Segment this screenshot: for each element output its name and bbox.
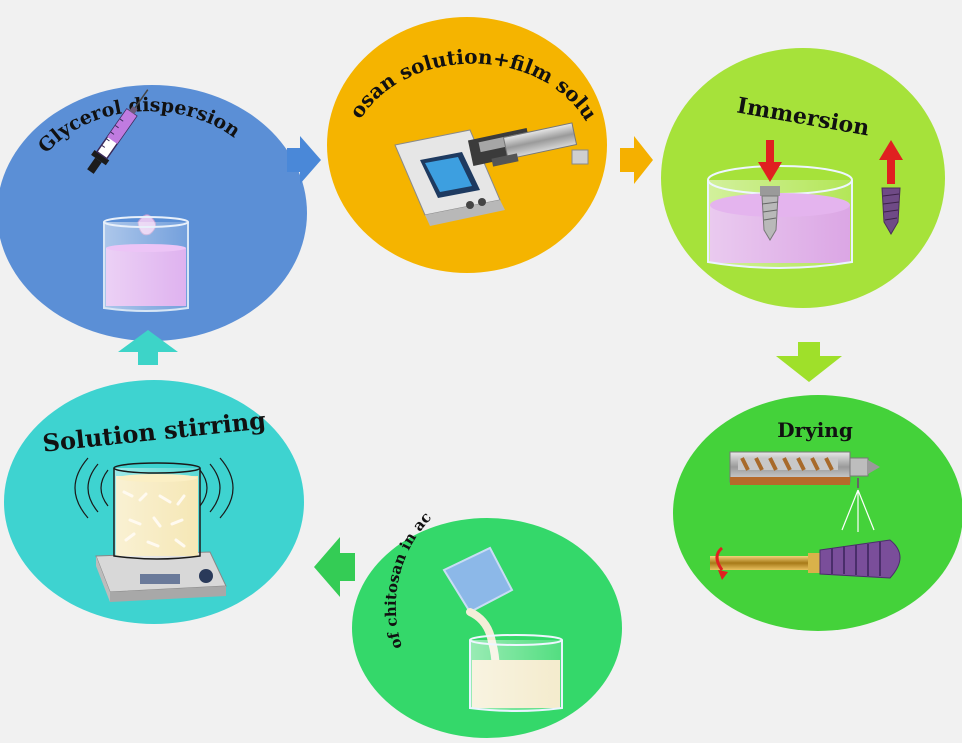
spray-mist-icon xyxy=(841,489,875,532)
arrow-down-1 xyxy=(776,342,842,382)
coated-implant-icon xyxy=(881,187,901,235)
arrow-down-red-icon xyxy=(758,140,782,182)
beaker-stirring xyxy=(113,462,201,560)
arrow-up-red-icon xyxy=(879,140,903,184)
drying-implant-icon xyxy=(710,539,901,580)
arrow-left-1 xyxy=(314,537,355,597)
arrow-right-1 xyxy=(287,136,321,184)
stage-immersion-circle xyxy=(661,48,945,308)
stage-glycerol-circle xyxy=(0,85,307,341)
syringe-icon xyxy=(87,89,149,174)
drying-label: Drying xyxy=(777,418,853,442)
immersion-container xyxy=(707,165,853,269)
arrow-right-2 xyxy=(620,136,653,184)
beaker-glycerol xyxy=(103,216,189,312)
implant-screw-icon xyxy=(760,186,780,241)
spray-nozzle-icon xyxy=(729,451,880,488)
hotplate-stirrer-icon xyxy=(95,551,227,602)
arrow-up-1 xyxy=(118,330,178,365)
syringe-pump-icon xyxy=(394,122,589,226)
sound-waves-icon xyxy=(74,457,234,519)
beaker-dissolution xyxy=(469,634,563,712)
